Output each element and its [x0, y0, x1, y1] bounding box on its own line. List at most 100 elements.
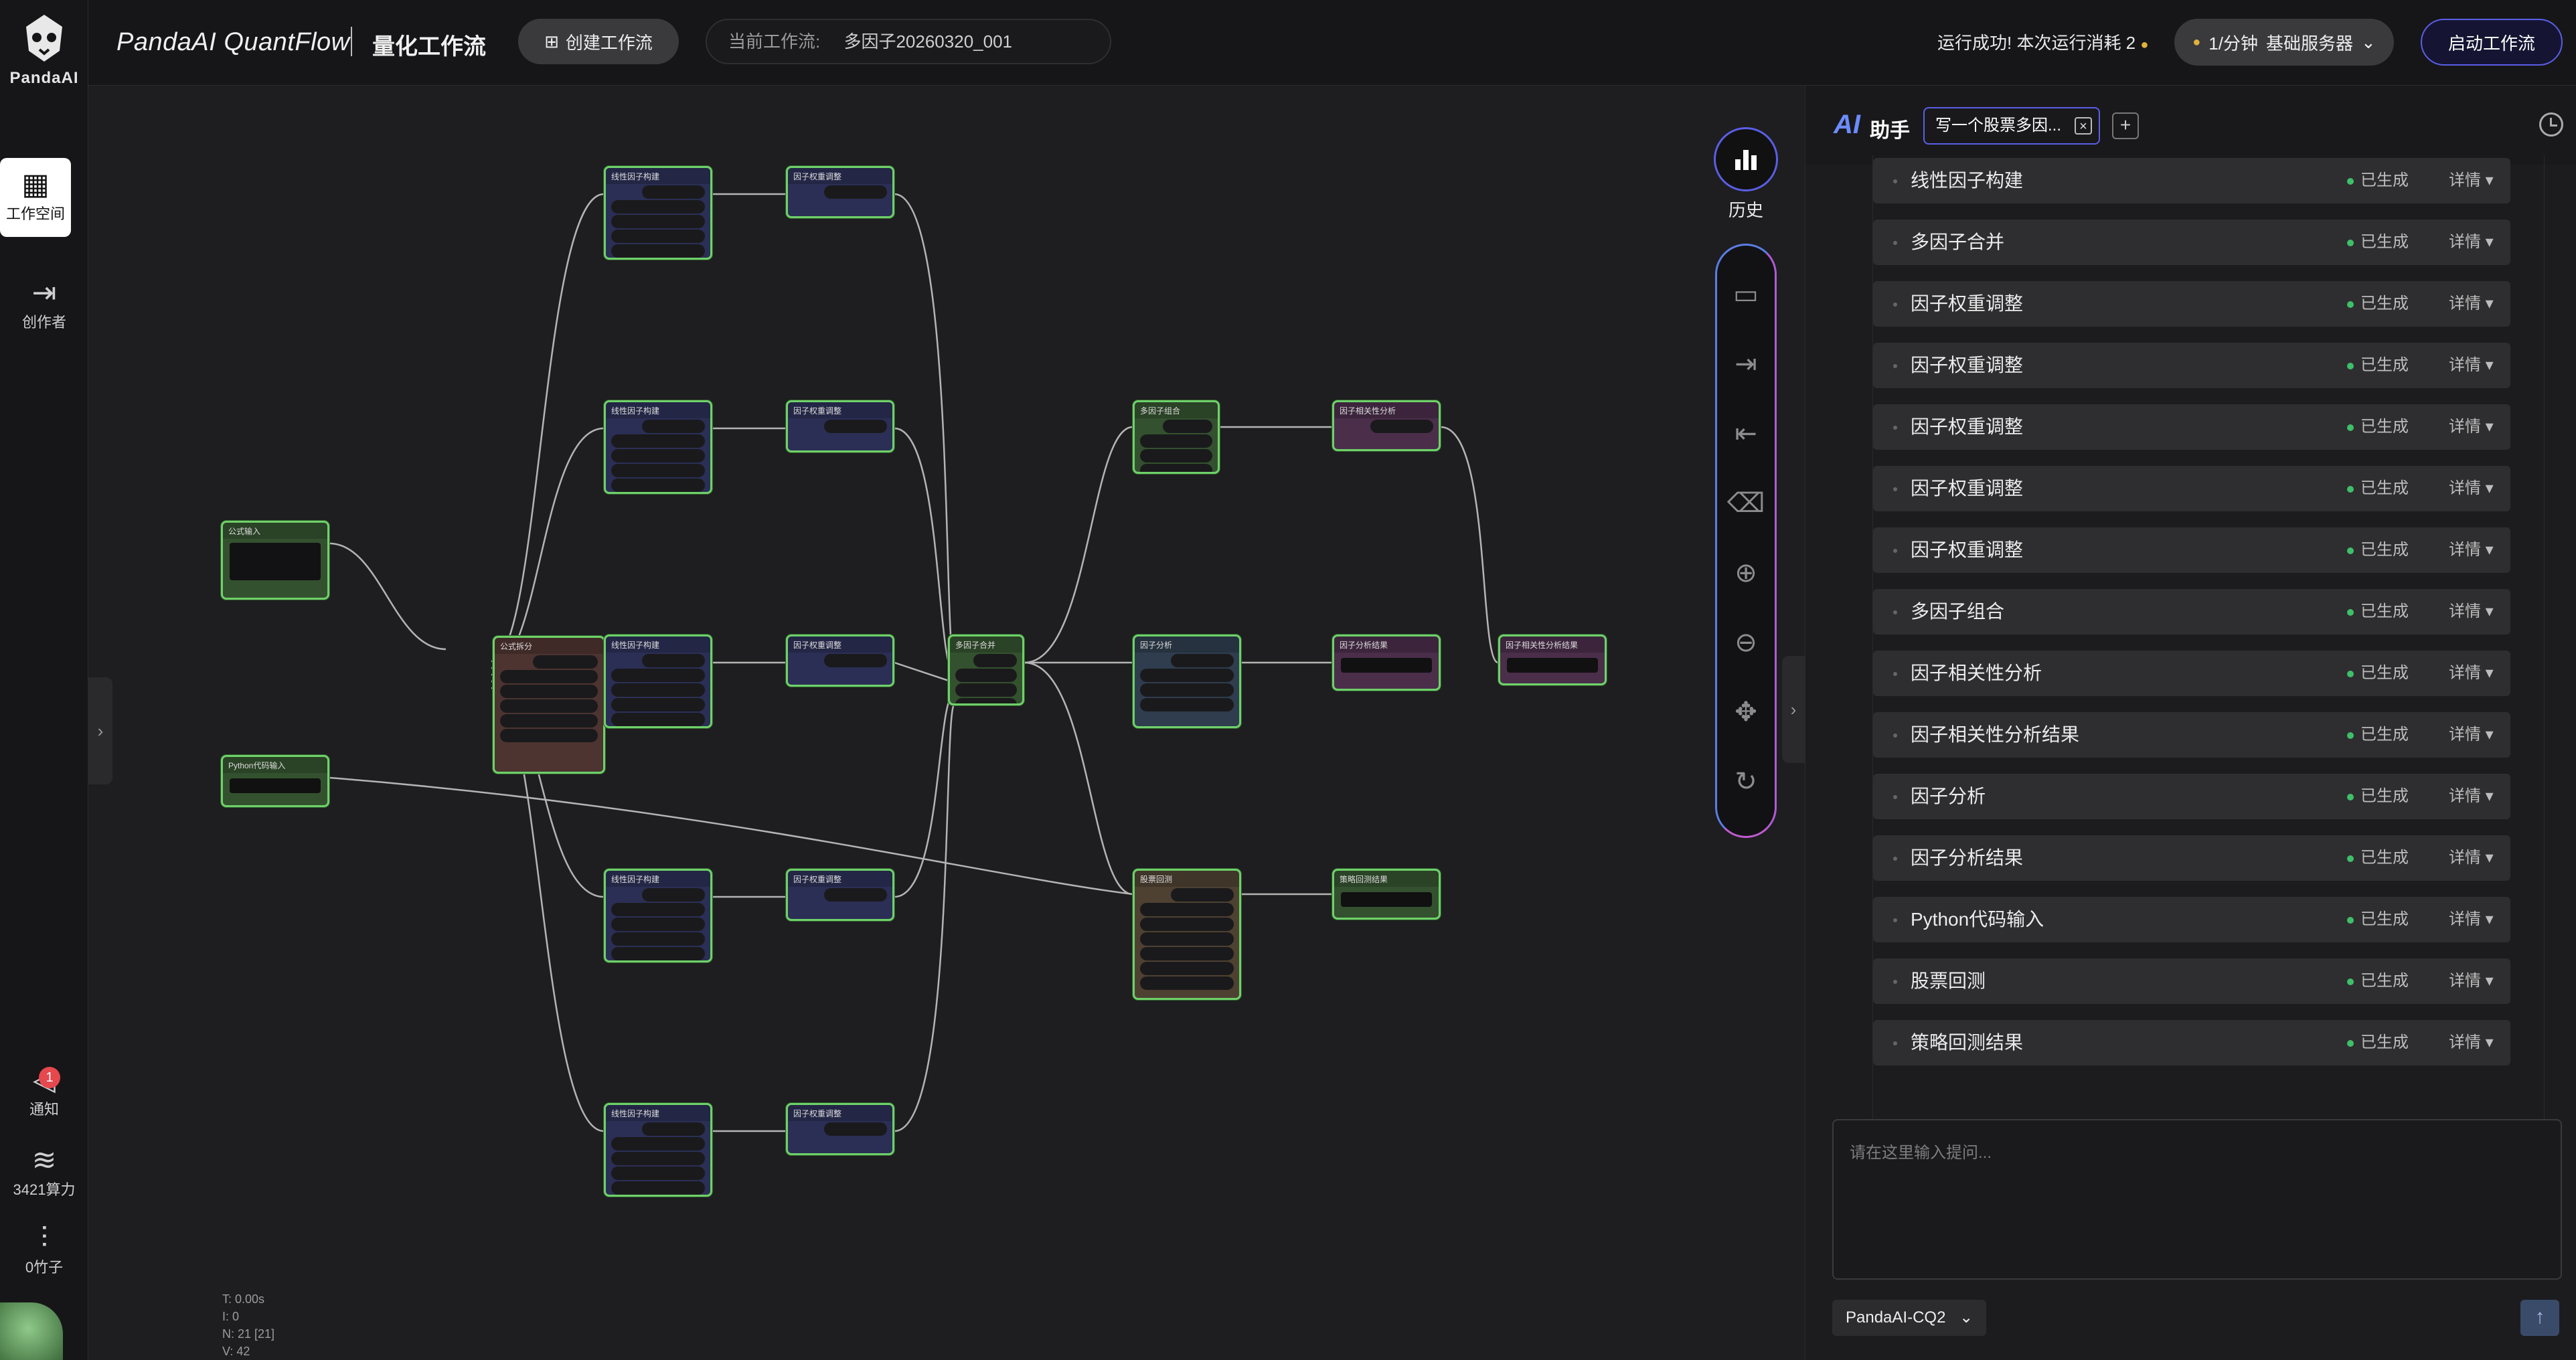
detail-toggle[interactable]: 详情 ▾ — [2449, 787, 2494, 805]
node-param-field[interactable] — [500, 685, 598, 698]
node-param-field[interactable] — [642, 1122, 705, 1136]
node-param-field[interactable] — [642, 888, 705, 902]
node-param-field[interactable] — [642, 420, 705, 433]
export-icon[interactable]: ⇥ — [1735, 349, 1757, 379]
list-item[interactable]: 因子权重调整已生成详情 ▾ — [1873, 466, 2510, 511]
node-param-field[interactable] — [824, 185, 887, 199]
start-workflow-button[interactable]: 启动工作流 — [2421, 19, 2563, 66]
detail-toggle[interactable]: 详情 ▾ — [2449, 233, 2494, 251]
workflow-node[interactable]: 公式输入 — [221, 521, 329, 600]
node-param-field[interactable] — [1370, 420, 1433, 433]
detail-toggle[interactable]: 详情 ▾ — [2449, 541, 2494, 559]
node-param-field[interactable] — [1140, 449, 1212, 462]
nav-creator[interactable]: ⇥ 创作者 — [0, 276, 88, 343]
current-workflow-field[interactable]: 当前工作流: 多因子20260320_001 — [706, 19, 1111, 64]
node-param-field[interactable] — [1171, 888, 1234, 902]
node-param-field[interactable] — [500, 729, 598, 742]
detail-toggle[interactable]: 详情 ▾ — [2449, 356, 2494, 374]
node-param-field[interactable] — [611, 230, 705, 243]
workflow-node[interactable]: 线性因子构建 — [604, 634, 712, 728]
node-param-field[interactable] — [611, 200, 705, 214]
node-action-button[interactable] — [1341, 658, 1432, 673]
detail-toggle[interactable]: 详情 ▾ — [2449, 972, 2494, 990]
node-param-field[interactable] — [824, 654, 887, 667]
add-tab-button[interactable]: + — [2112, 112, 2139, 139]
pandaai-logo[interactable]: PandaAI — [0, 12, 88, 88]
node-param-field[interactable] — [1162, 420, 1212, 433]
node-param-field[interactable] — [611, 479, 705, 492]
list-item[interactable]: 多因子合并已生成详情 ▾ — [1873, 220, 2510, 265]
detail-toggle[interactable]: 详情 ▾ — [2449, 479, 2494, 497]
list-item[interactable]: 因子分析结果已生成详情 ▾ — [1873, 835, 2510, 881]
nav-notify[interactable]: ◁ 1 通知 — [0, 1063, 88, 1123]
zoom-in-icon[interactable]: ⊕ — [1735, 558, 1757, 588]
node-param-field[interactable] — [611, 244, 705, 258]
workflow-node[interactable]: 多因子组合 — [1133, 400, 1220, 474]
list-item[interactable]: 因子权重调整已生成详情 ▾ — [1873, 527, 2510, 573]
node-param-field[interactable] — [500, 670, 598, 683]
trash-icon[interactable]: ⌫ — [1726, 489, 1765, 518]
detail-toggle[interactable]: 详情 ▾ — [2449, 294, 2494, 313]
workflow-node[interactable]: Python代码输入 — [221, 755, 329, 807]
node-param-field[interactable] — [611, 1167, 705, 1180]
node-param-field[interactable] — [1171, 654, 1234, 667]
node-param-field[interactable] — [611, 1181, 705, 1195]
detail-toggle[interactable]: 详情 ▾ — [2449, 418, 2494, 436]
workflow-node[interactable]: 公式拆分 — [493, 636, 605, 774]
workflow-node[interactable]: 因子相关性分析 — [1332, 400, 1441, 451]
detail-toggle[interactable]: 详情 ▾ — [2449, 910, 2494, 928]
list-item[interactable]: Python代码输入已生成详情 ▾ — [1873, 897, 2510, 942]
list-item[interactable]: 因子相关性分析结果已生成详情 ▾ — [1873, 712, 2510, 758]
detail-toggle[interactable]: 详情 ▾ — [2449, 1033, 2494, 1051]
chat-tab[interactable]: 写一个股票多因... × — [1923, 107, 2100, 145]
node-action-button[interactable] — [230, 778, 321, 793]
workflow-node[interactable]: 多因子合并 — [948, 634, 1024, 705]
list-item[interactable]: 股票回测已生成详情 ▾ — [1873, 958, 2510, 1004]
node-param-field[interactable] — [955, 683, 1017, 697]
node-param-field[interactable] — [824, 420, 887, 433]
node-param-field[interactable] — [611, 903, 705, 916]
workflow-node[interactable]: 线性因子构建 — [604, 400, 712, 494]
workflow-node[interactable]: 策略回测结果 — [1332, 869, 1441, 920]
send-button[interactable]: ↑ — [2520, 1300, 2559, 1336]
code-preview[interactable] — [230, 543, 321, 580]
node-param-field[interactable] — [611, 932, 705, 946]
node-param-field[interactable] — [611, 434, 705, 448]
workflow-node[interactable]: 因子权重调整 — [786, 869, 894, 921]
list-item[interactable]: 因子相关性分析已生成详情 ▾ — [1873, 651, 2510, 696]
detail-toggle[interactable]: 详情 ▾ — [2449, 726, 2494, 744]
workflow-node[interactable]: 因子权重调整 — [786, 400, 894, 452]
node-param-field[interactable] — [611, 1137, 705, 1151]
node-param-field[interactable] — [1140, 976, 1234, 990]
node-param-field[interactable] — [642, 654, 705, 667]
detail-toggle[interactable]: 详情 ▾ — [2449, 602, 2494, 620]
list-item[interactable]: 策略回测结果已生成详情 ▾ — [1873, 1020, 2510, 1066]
node-param-field[interactable] — [1140, 683, 1234, 697]
node-param-field[interactable] — [955, 698, 1017, 703]
node-param-field[interactable] — [973, 654, 1017, 667]
avatar[interactable] — [0, 1302, 63, 1360]
refresh-icon[interactable]: ↻ — [1735, 767, 1757, 796]
workflow-node[interactable]: 线性因子构建 — [604, 869, 712, 962]
list-item[interactable]: 线性因子构建已生成详情 ▾ — [1873, 158, 2510, 203]
collapse-panel-button[interactable]: › — [1782, 656, 1805, 763]
node-param-field[interactable] — [1140, 669, 1234, 682]
node-param-field[interactable] — [611, 449, 705, 462]
detail-toggle[interactable]: 详情 ▾ — [2449, 664, 2494, 682]
node-param-field[interactable] — [1140, 932, 1234, 946]
node-param-field[interactable] — [500, 714, 598, 728]
node-param-field[interactable] — [955, 669, 1017, 682]
node-action-button[interactable] — [1341, 892, 1432, 907]
node-param-field[interactable] — [532, 655, 598, 669]
node-param-field[interactable] — [611, 683, 705, 697]
node-param-field[interactable] — [824, 1122, 887, 1136]
create-workflow-button[interactable]: ⊞ 创建工作流 — [518, 19, 679, 64]
node-param-field[interactable] — [611, 698, 705, 711]
workflow-node[interactable]: 因子相关性分析结果 — [1498, 634, 1607, 685]
close-icon[interactable]: × — [2075, 117, 2092, 135]
list-item[interactable]: 多因子组合已生成详情 ▾ — [1873, 589, 2510, 634]
node-param-field[interactable] — [1140, 698, 1234, 711]
detail-toggle[interactable]: 详情 ▾ — [2449, 849, 2494, 867]
list-item[interactable]: 因子权重调整已生成详情 ▾ — [1873, 404, 2510, 450]
node-param-field[interactable] — [1140, 918, 1234, 931]
